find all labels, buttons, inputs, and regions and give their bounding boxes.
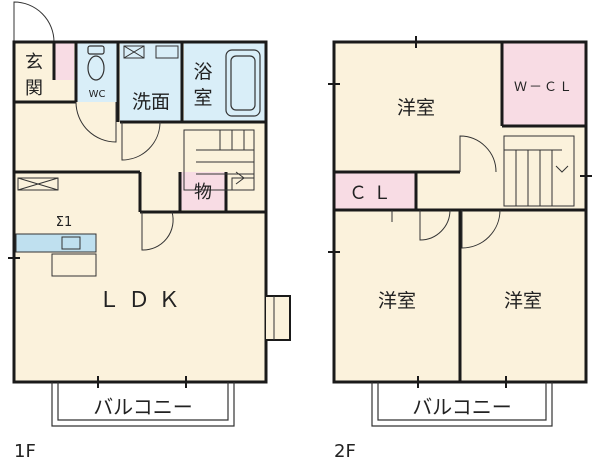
bay-window [266, 295, 291, 341]
kitchen-counter [15, 233, 97, 277]
wc-floor [76, 42, 118, 102]
balcony-1f [51, 382, 235, 427]
floor-2-walls [332, 40, 588, 384]
washroom-label: 洗面 [132, 91, 170, 113]
cl-floor [334, 172, 416, 210]
door-swings-1f [75, 101, 174, 251]
bathtub-icon [225, 49, 261, 117]
entrance-door-swing [13, 1, 55, 43]
balcony-2f-label: バルコニー [412, 395, 512, 419]
washroom-floor [120, 42, 182, 122]
wc-label: WC [89, 89, 106, 100]
washer-icon [123, 45, 179, 59]
wcl-floor [502, 42, 586, 126]
storage-label: 物 [194, 182, 212, 203]
balcony-2f [371, 382, 553, 427]
western-room-right-label: 洋室 [504, 290, 542, 312]
stairs-2f [503, 135, 575, 207]
stove-mark-label: Σ1 [56, 215, 73, 230]
floor-2: 洋室 Ｗ－ＣＬ ＣＬ 洋室 洋室 バルコニー 2F [328, 36, 592, 462]
western-room-top-label: 洋室 [397, 97, 435, 119]
toilet-icon [87, 45, 105, 81]
cl-label: ＣＬ [349, 183, 397, 204]
floor-2-label: 2F [334, 441, 356, 462]
wcl-label: Ｗ－ＣＬ [514, 80, 574, 95]
entrance-label-top: 玄 [25, 52, 43, 73]
window-marks-1f [8, 257, 187, 388]
stairs-1f [183, 129, 255, 191]
bath-floor [184, 42, 266, 122]
floor-1-label: 1F [14, 441, 36, 462]
ldk-label: ＬＤＫ [98, 288, 188, 313]
bath-label-bottom: 室 [193, 87, 212, 109]
refrigerator-icon [17, 177, 59, 191]
door-swings-2f [391, 135, 501, 249]
balcony-1f-label: バルコニー [93, 395, 193, 419]
floor-1-walls [12, 40, 268, 384]
floor-1: 玄 関 WC 洗面 浴 室 物 Σ1 ＬＤＫ バルコニー 1F [8, 1, 291, 462]
entrance-floor [14, 42, 54, 102]
western-room-left-label: 洋室 [378, 290, 416, 312]
entrance-label-bottom: 関 [25, 78, 43, 99]
storage-floor [180, 172, 226, 210]
bath-label-top: 浴 [193, 61, 212, 83]
entrance-tile [54, 42, 74, 80]
window-marks-2f [328, 36, 592, 388]
